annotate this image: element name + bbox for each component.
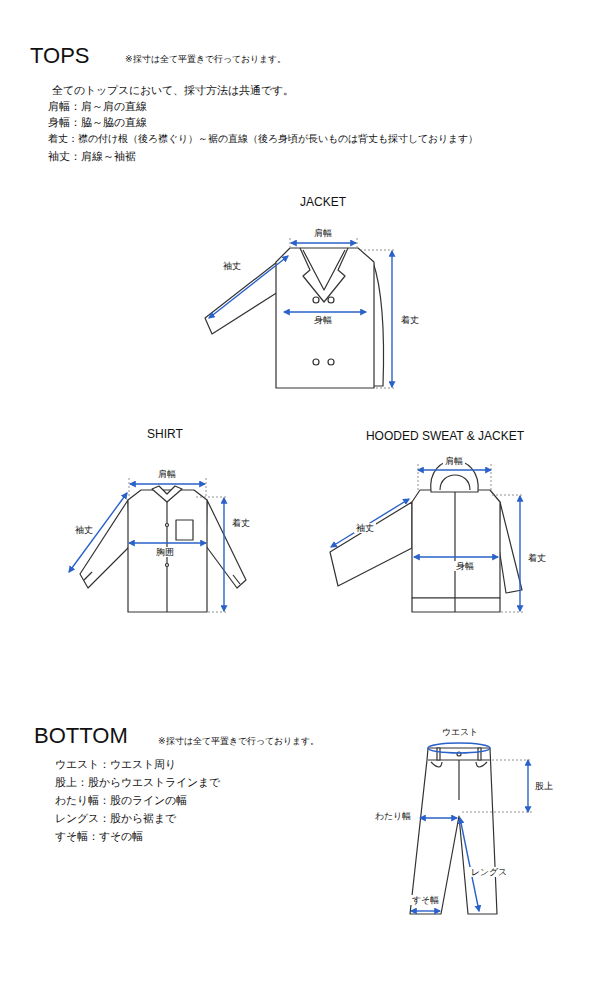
garment-title: JACKET: [300, 195, 346, 209]
dimension-label: わたり幅: [373, 811, 413, 822]
description: 着丈：襟の付け根（後ろ襟ぐり）～裾の直線（後ろ身頃が長いものは背丈も採寸しており…: [48, 133, 478, 145]
section-heading: TOPS: [30, 43, 90, 69]
jacket-guides: [290, 238, 396, 388]
description: すそ幅：すその幅: [55, 830, 143, 843]
pants-dimensions: [411, 743, 528, 911]
dimension-label: 着丈: [399, 315, 421, 326]
description: 身幅：脇～脇の直線: [48, 116, 147, 129]
jacket-drawing: [205, 248, 384, 388]
dimension-label: 胸囲: [154, 547, 176, 558]
garment-title: SHIRT: [147, 427, 183, 441]
dimension-label: レングス: [469, 867, 509, 878]
dimension-label: 身幅: [312, 315, 334, 326]
section-heading: BOTTOM: [34, 723, 128, 749]
dimension-label: 身幅: [454, 561, 476, 572]
description: 全てのトップスにおいて、採寸方法は共通です。: [52, 84, 294, 97]
dimension-label: 袖丈: [354, 523, 376, 534]
dimension-label: 着丈: [230, 518, 252, 529]
garment-title: HOODED SWEAT & JACKET: [366, 429, 524, 443]
description: 股上：股からウエストラインまで: [55, 776, 220, 789]
hoodie-guides: [418, 464, 524, 612]
dimension-label: 肩幅: [156, 469, 178, 480]
dimension-label: 股上: [533, 781, 555, 792]
hoodie-dimensions: [331, 470, 520, 611]
dimension-label: 肩幅: [443, 456, 465, 467]
dimension-label: すそ幅: [410, 895, 441, 906]
dimension-label: 着丈: [526, 553, 548, 564]
dimension-label: 袖丈: [73, 525, 95, 536]
pants-guides: [462, 760, 532, 812]
description: ウエスト：ウエスト周り: [55, 758, 176, 771]
jacket-dimensions: [209, 243, 392, 387]
shirt-guides: [129, 478, 228, 612]
pants-drawing: [410, 748, 497, 914]
description: わたり幅：股のラインの幅: [55, 794, 187, 807]
note: ※採寸は全て平置きで行っております。: [158, 736, 319, 747]
dimension-label: 袖丈: [221, 261, 243, 272]
description: レングス：股から裾まで: [55, 812, 176, 825]
hoodie-drawing: [330, 461, 522, 613]
description: 肩幅：肩～肩の直線: [48, 100, 147, 113]
shirt-dimensions: [69, 484, 224, 611]
shirt-drawing: [80, 486, 246, 612]
description: 袖丈：肩線～袖裾: [48, 150, 136, 163]
note: ※採寸は全て平置きで行っております。: [125, 54, 286, 65]
dimension-label: ウエスト: [440, 727, 480, 738]
dimension-label: 肩幅: [312, 228, 334, 239]
